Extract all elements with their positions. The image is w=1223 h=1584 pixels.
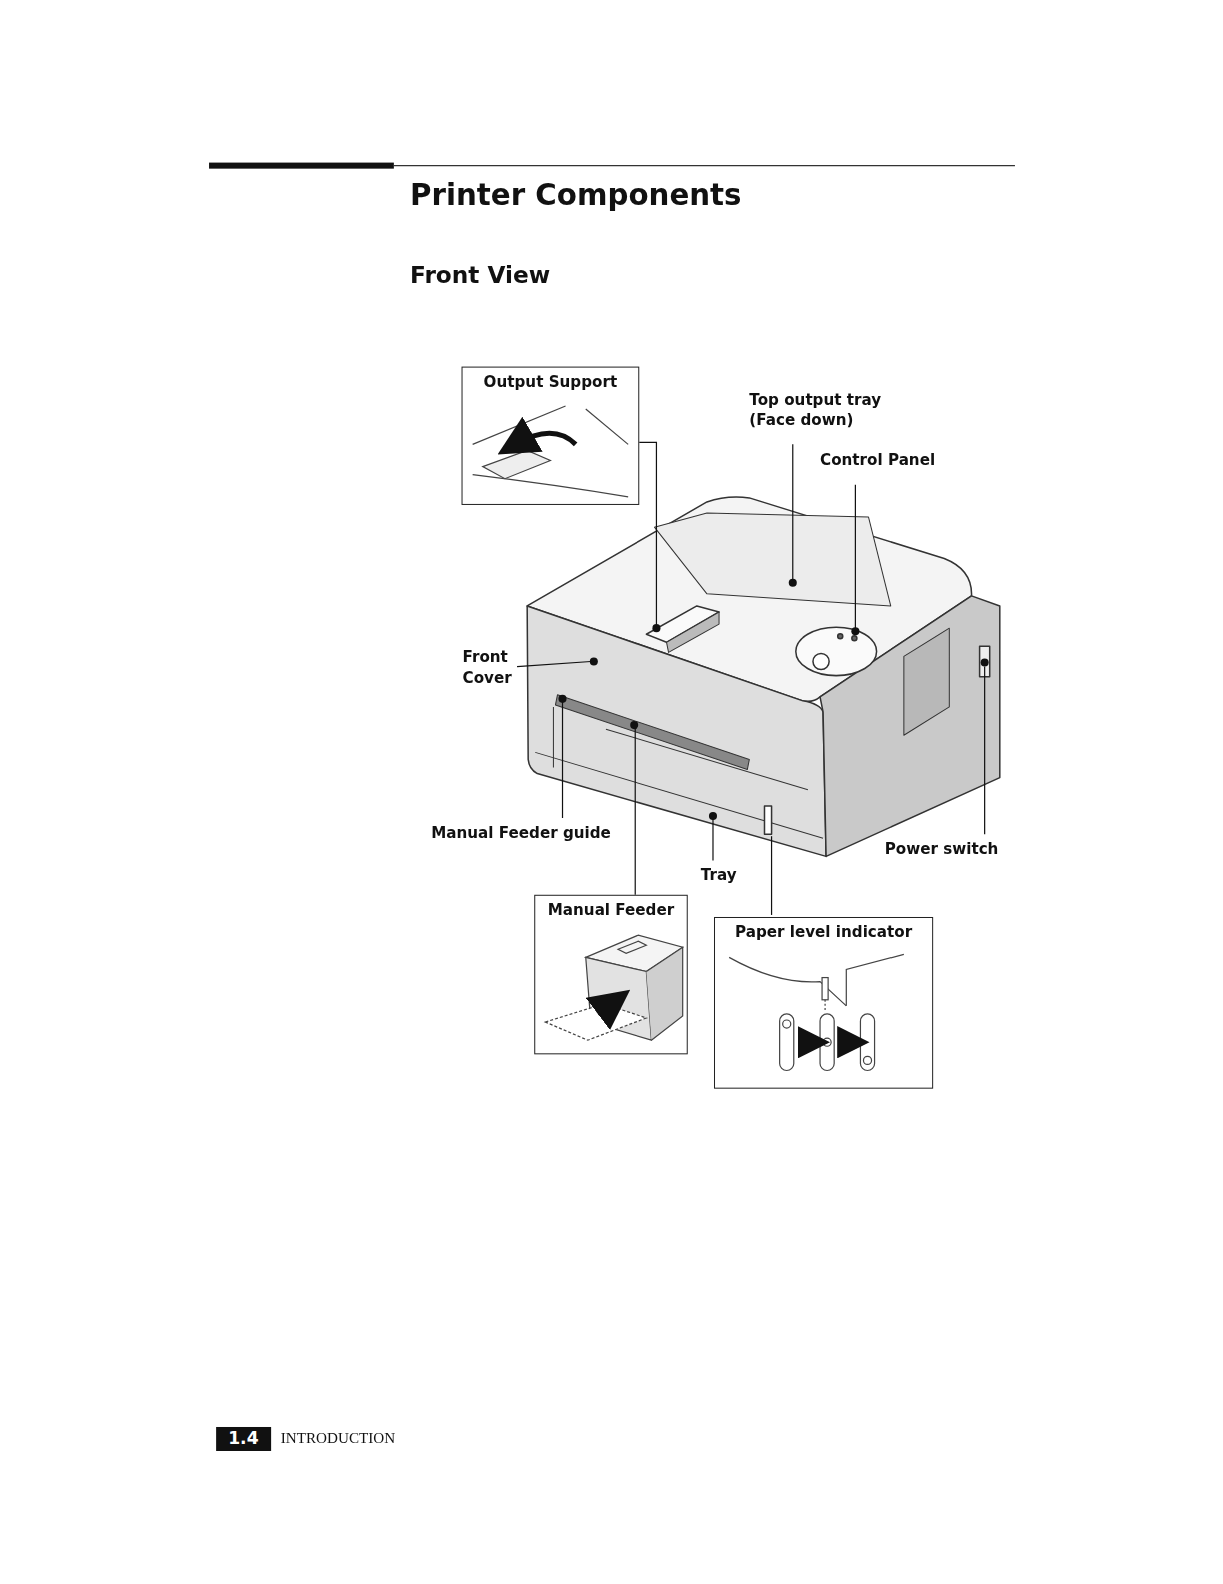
inset-box: Paper level indicator (714, 917, 933, 1089)
inset-heading: Manual Feeder (535, 896, 686, 919)
part-label: Tray (701, 865, 737, 885)
part-label: Manual Feeder guide (431, 824, 611, 844)
chapter-name: INTRODUCTION (281, 1429, 395, 1449)
inset-box: Manual Feeder (534, 895, 688, 1055)
part-label: Power switch (885, 840, 999, 860)
inset-heading: Paper level indicator (715, 918, 932, 941)
part-label: Top output tray (Face down) (749, 391, 895, 430)
part-label: Front Cover (463, 648, 516, 687)
inset-heading: Output Support (463, 368, 639, 391)
page-title: Printer Components (410, 178, 742, 212)
section-heading: Front View (410, 261, 550, 291)
inset-box: Output Support (462, 367, 640, 505)
part-label: Control Panel (820, 450, 935, 470)
page-number: 1.4 (216, 1427, 271, 1450)
